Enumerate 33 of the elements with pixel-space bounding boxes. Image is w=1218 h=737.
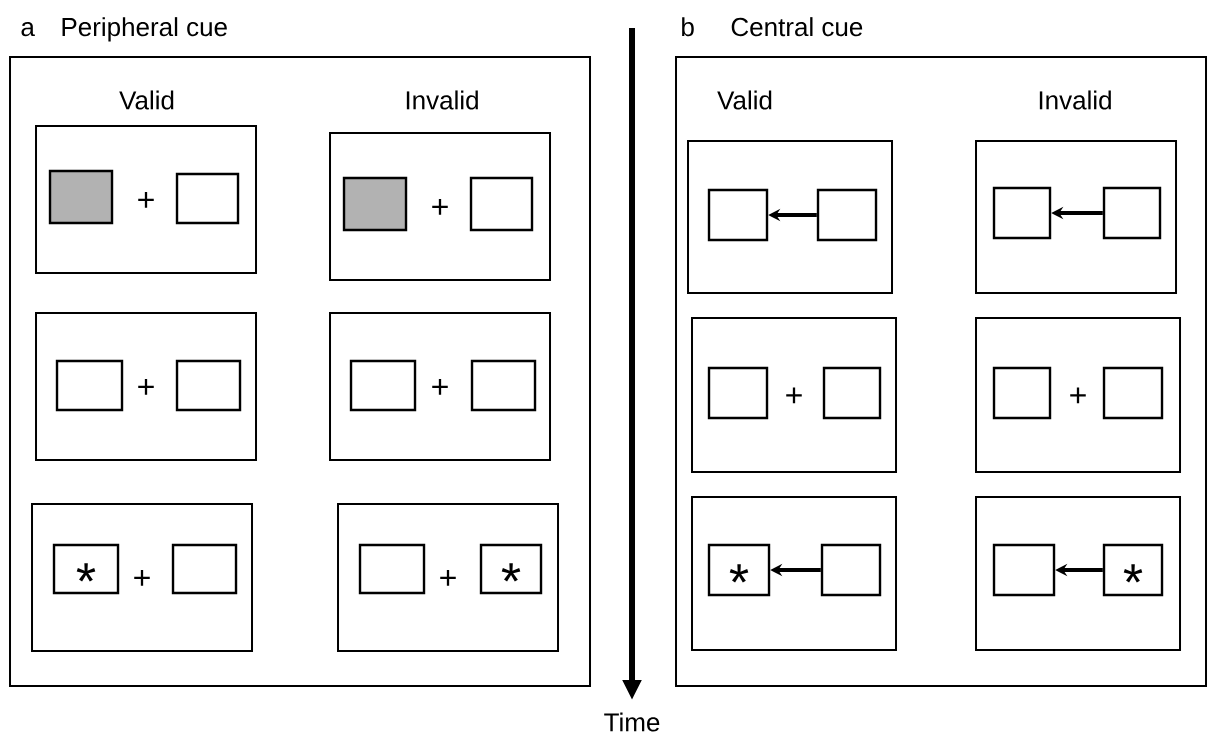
column-heading: Valid: [717, 90, 772, 110]
square-box: [175, 172, 240, 225]
column-heading: Invalid: [1039, 90, 1111, 110]
square-box: [992, 543, 1056, 597]
node-label: Peripheral cue: [62, 17, 227, 42]
square-box: [175, 359, 242, 412]
square-box: *: [52, 543, 120, 595]
node-label: a: [21, 22, 35, 37]
node-label: Central cue: [731, 17, 863, 37]
square-box: [820, 543, 882, 597]
square-box: [1102, 186, 1162, 240]
column-heading: Valid: [119, 90, 174, 110]
square-box: [171, 543, 238, 595]
square-box: [707, 366, 769, 420]
node-label: b: [682, 17, 694, 37]
column-heading: Invalid: [406, 90, 478, 110]
square-box: [1102, 366, 1164, 420]
square-box: [992, 366, 1052, 420]
square-box: [822, 366, 882, 420]
square-box: *: [479, 543, 543, 595]
square-box: *: [1102, 543, 1164, 597]
square-box: *: [707, 543, 771, 597]
square-box: [469, 176, 534, 232]
square-box: [358, 543, 426, 595]
square-box: [342, 176, 408, 232]
square-box: [48, 169, 114, 225]
square-box: [470, 359, 537, 412]
square-box: [816, 188, 878, 242]
square-box: [349, 359, 417, 412]
square-box: [55, 359, 124, 412]
square-box: [707, 188, 769, 242]
axis-label: Time: [604, 712, 660, 732]
square-box: [992, 186, 1052, 240]
